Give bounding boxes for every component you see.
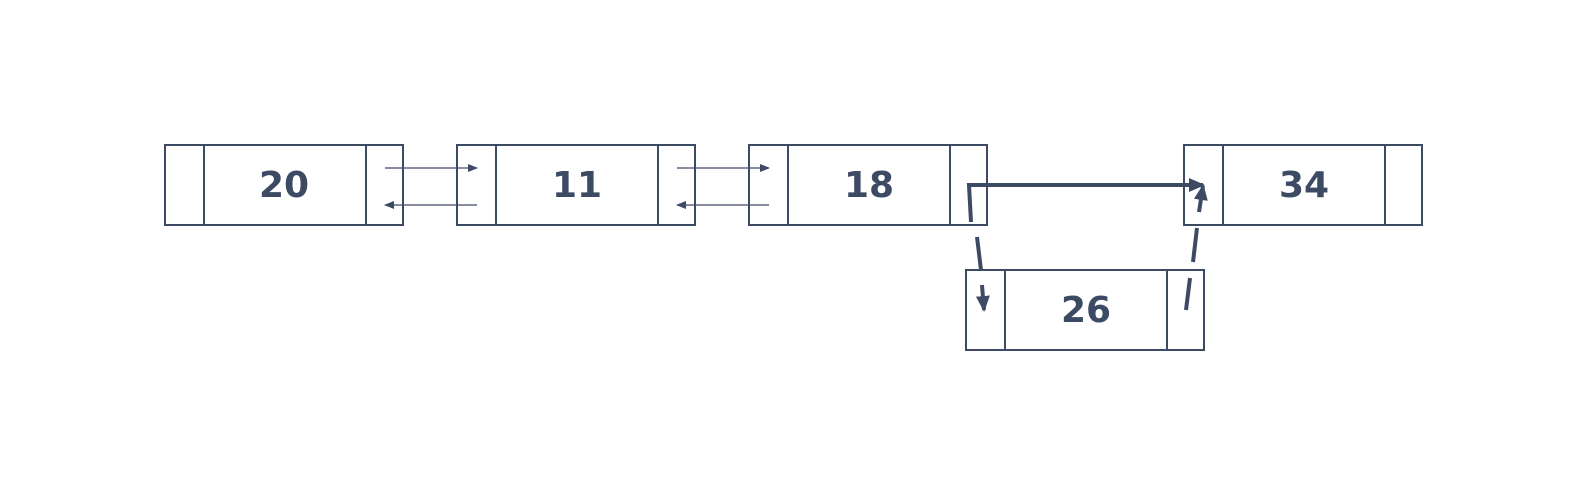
node-11-box xyxy=(456,144,696,226)
node-20-value: 20 xyxy=(259,165,309,206)
node-26-box xyxy=(965,269,1205,351)
node-26-value: 26 xyxy=(1061,290,1111,331)
links xyxy=(384,164,770,209)
node-34-value: 34 xyxy=(1279,165,1329,206)
link-18-to-26-arrow xyxy=(975,284,990,312)
node-26 xyxy=(965,269,1205,351)
insertion-links xyxy=(975,184,1208,312)
link-18-to-26-segment xyxy=(975,236,983,271)
node-11 xyxy=(456,144,696,226)
link-18-to-34 xyxy=(966,178,1205,223)
link-26-to-34-lower xyxy=(1184,277,1192,311)
node-20-box xyxy=(164,144,404,226)
link-26-to-34-upper xyxy=(1191,227,1199,263)
node-11-value: 11 xyxy=(552,165,602,206)
node-20 xyxy=(164,144,404,226)
node-18-value: 18 xyxy=(844,165,894,206)
link-26-to-34-arrow xyxy=(1193,184,1208,213)
